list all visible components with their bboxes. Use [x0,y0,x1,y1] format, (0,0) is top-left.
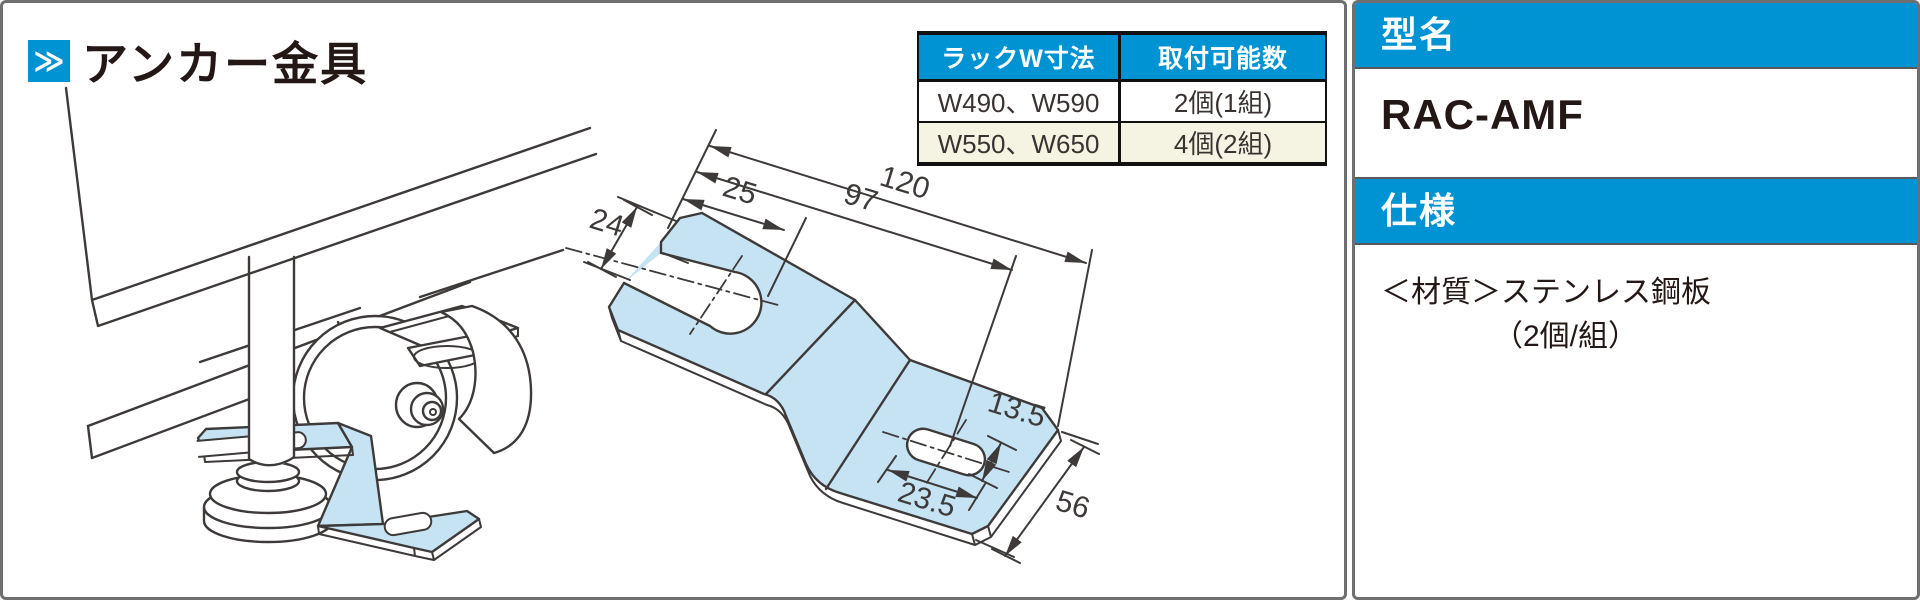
bracket-fold-lines [764,298,912,491]
axle-face [421,400,443,422]
column-header-rack-width: ラックW寸法 [917,33,1121,82]
model-section-body: RAC-AMF [1355,69,1917,177]
table-row: W550、W650 4個(2組) [917,121,1327,164]
bracket-base-thickness [317,518,482,562]
model-section-header: 型名 [1355,3,1917,69]
dim-97-label: 97 [840,177,882,218]
dim-56-label: 56 [1052,484,1094,525]
dim-120-label: 120 [876,160,934,206]
model-spec-panel: 型名 RAC-AMF 仕様 ＜材質＞ステンレス鋼板 （2個/組） [1352,0,1920,600]
plinth-corner-line [86,424,94,460]
bracket-dimension-drawing: 120 97 25 24 13.5 23.5 56 [565,129,1100,564]
dim-24-label: 24 [586,202,628,243]
table-row: W490、W590 2個(1組) [917,80,1327,122]
page-title: アンカー金具 [82,38,369,90]
installation-illustration [64,86,598,562]
column-header-mount-qty: 取付可能数 [1118,33,1327,82]
dim-25-label: 25 [719,170,761,211]
double-chevron-right-icon: ≫ [28,40,70,82]
model-number: RAC-AMF [1381,91,1584,138]
spec-section-body: ＜材質＞ステンレス鋼板 （2個/組） [1355,245,1917,359]
spec-quantity: （2個/組） [1493,320,1639,353]
spec-section-header: 仕様 [1355,177,1917,245]
bracket-slot-edge [196,431,307,458]
bottom-inner-line [418,248,565,299]
axle-hole [429,408,437,416]
spec-material: ＜材質＞ステンレス鋼板 [1381,276,1711,309]
rack-size-table: ラックW寸法 取付可能数 W490、W590 2個(1組) W550、W650 … [917,31,1327,166]
dimension-lines [600,145,1087,557]
product-illustration: 120 97 25 24 13.5 23.5 56 [64,86,1100,564]
fork-slot-edge [622,251,763,335]
bracket-thickness-edges [608,252,1062,547]
cell-mount-qty: 4個(2組) [1118,121,1327,164]
cell-rack-width: W550、W650 [917,121,1121,164]
cell-rack-width: W490、W590 [917,80,1121,122]
leveler-stem-fill [249,257,294,466]
leveler-stem [247,255,296,467]
table-header-row: ラックW寸法 取付可能数 [917,33,1327,82]
bracket-anchor-hole [383,511,433,537]
caster-fork [439,304,533,455]
page-header: ≫ アンカー金具 [28,28,368,94]
cabinet-corner-lines [64,86,598,328]
cell-mount-qty: 2個(1組) [1118,80,1327,122]
